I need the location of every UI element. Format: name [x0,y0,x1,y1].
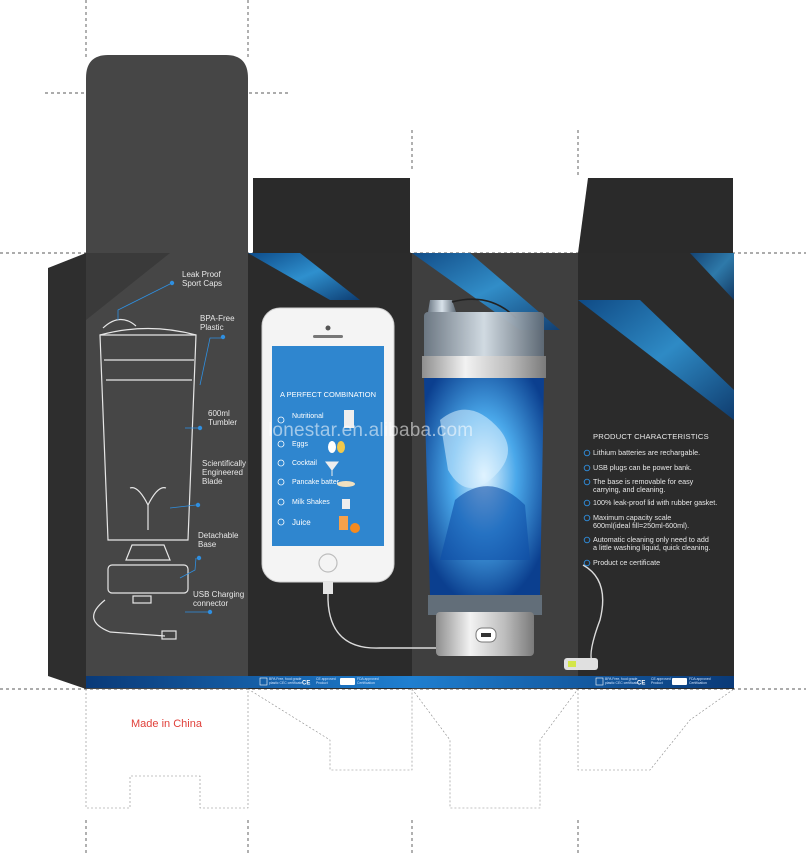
specs-heading: PRODUCT CHARACTERISTICS [593,432,709,441]
bottom-stripe [86,676,734,688]
phone-list-icons [277,416,285,526]
made-in-label: Made in China [131,718,202,730]
phone-item-juice: Juice [292,518,311,527]
spec-item-4: 100% leak-proof lid with rubber gasket. [593,498,718,507]
phone-cable [327,582,440,649]
top-dust-flap-right [578,178,733,253]
top-tuck-flap [86,55,248,253]
spec-bullet-icons [583,449,591,567]
shaker-bottle [422,298,546,656]
callout-leaders [117,283,222,613]
callout-dots [169,280,226,615]
spec-item-7: Product ce certificate [593,558,661,567]
spec-item-1: Lithium batteries are rechargable. [593,448,701,457]
phone-heading: A PERFECT COMBINATION [280,390,376,399]
phone-item-milkshakes: Milk Shakes [292,499,330,506]
smartphone [261,307,395,583]
watermark: lonestar.en.alibaba.com [268,420,474,441]
glue-flap [48,253,86,689]
top-dust-flap-left [253,178,410,253]
phone-item-cocktail: Cocktail [292,460,317,467]
spec-item-2: USB plugs can be power bank. [593,463,692,472]
phone-item-nutritional: Nutritional [292,413,324,420]
ce-mark: CE [302,681,310,687]
cert-logos: CE CE [259,677,687,687]
phone-item-pancake: Pancake batter [292,479,340,486]
food-illustrations [325,410,360,533]
shaker-outline-drawing [93,318,197,640]
ce-mark-right: CE [637,681,645,687]
bottom-flaps [85,688,735,809]
lightning-plug [323,582,333,594]
phone-item-eggs: Eggs [292,441,308,448]
